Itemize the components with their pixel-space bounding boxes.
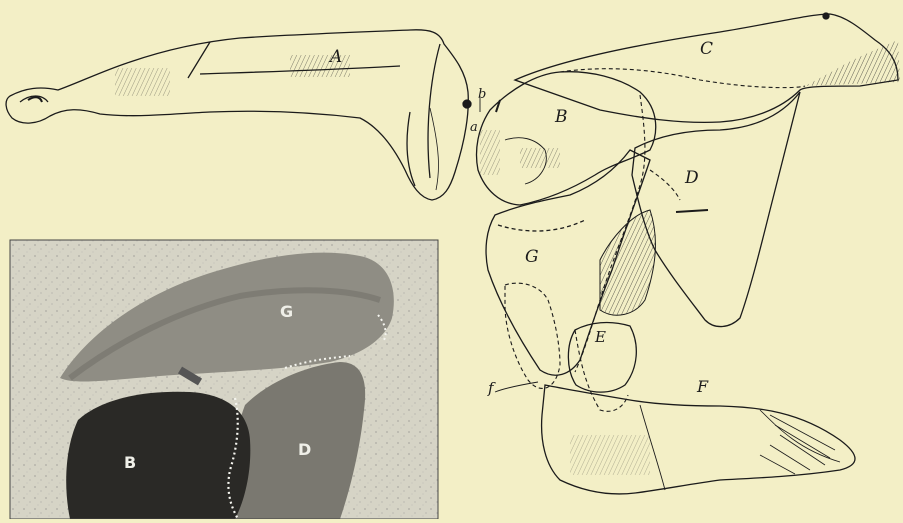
photo-label-g: G [280,302,293,321]
label-a-bone: A [328,47,342,67]
label-b-bone: B [554,107,568,127]
label-a-small: a [470,120,478,135]
label-g-bone: G [525,247,539,267]
bone-c [515,13,900,122]
photo-bone-b [66,392,250,519]
label-d-bone: D [684,168,699,188]
bone-f [542,385,855,494]
label-f-small: f [487,379,496,397]
label-c-bone: C [700,39,713,59]
photo-inset: G B D [10,240,438,519]
bone-a [6,30,471,200]
label-f-bone: F [696,377,709,396]
label-e-bone: E [594,328,606,346]
photo-label-b: B [124,453,136,472]
photo-label-d: D [298,440,311,459]
bone-b [477,72,656,205]
bone-d [632,92,800,327]
label-b-small: b [478,87,486,102]
